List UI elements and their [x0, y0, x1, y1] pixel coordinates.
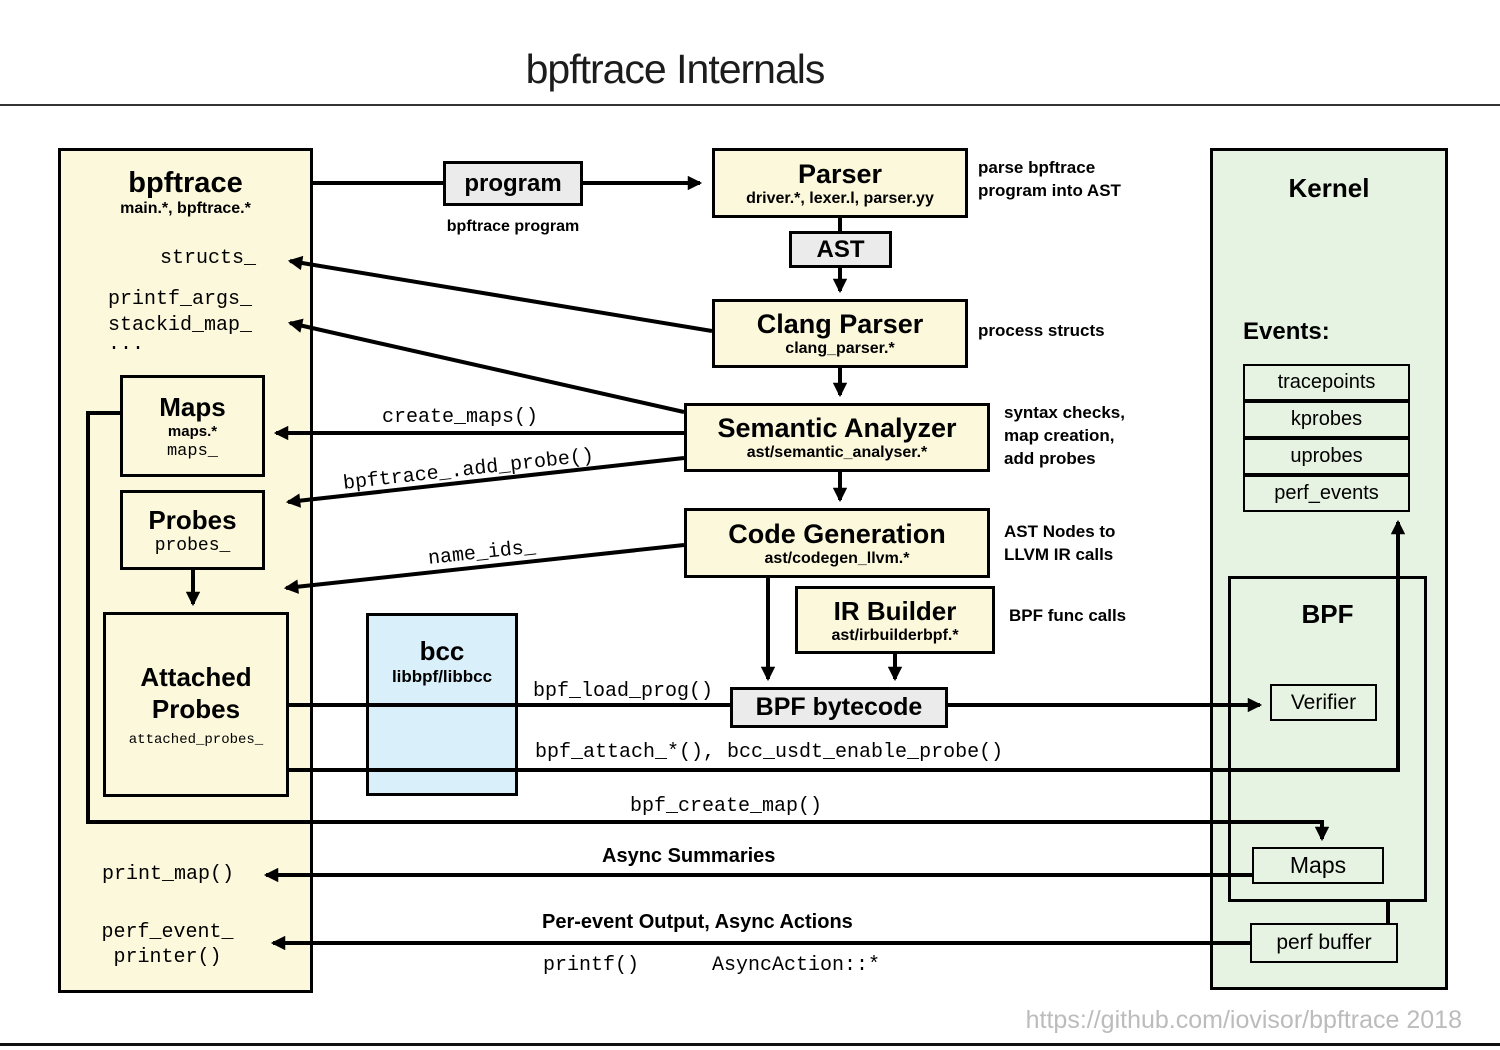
probes-box: Probes probes_	[120, 490, 265, 570]
perf-buffer-box: perf buffer	[1250, 923, 1398, 963]
attached-probes-box: Attached Probes attached_probes_	[103, 612, 289, 797]
edge-label-async-summaries: Async Summaries	[602, 845, 776, 867]
edge-label-add-probe: bpftrace_.add_probe()	[342, 444, 596, 496]
kernel-maps-box: Maps	[1252, 847, 1384, 884]
bpftrace-title: bpftrace	[128, 167, 243, 199]
clang-parser-note: process structs	[978, 321, 1105, 340]
bpf-bytecode-box: BPF bytecode	[730, 687, 948, 728]
probes-title: Probes	[148, 504, 237, 535]
member-printf-args: printf_args_	[108, 288, 253, 311]
clang-parser-files: clang_parser.*	[785, 340, 895, 357]
edge-label-per-event: Per-event Output, Async Actions	[542, 911, 853, 933]
edge-label-bpf-create-map: bpf_create_map()	[630, 795, 823, 818]
edge-label-bpf-load-prog: bpf_load_prog()	[533, 680, 714, 703]
ast-label: AST	[816, 235, 865, 263]
semantic-note-2: map creation,	[1004, 426, 1115, 445]
watermark-url: https://github.com/iovisor/bpftrace 2018	[1025, 1006, 1462, 1034]
semantic-note-1: syntax checks,	[1004, 403, 1125, 422]
edge-label-printf: printf()	[543, 954, 640, 977]
edge-clang-to-structs	[287, 255, 713, 333]
event-uprobes: uprobes	[1290, 445, 1363, 467]
ir-builder-files: ast/irbuilderbpf.*	[831, 626, 959, 644]
page-title: bpftrace Internals	[525, 46, 826, 92]
event-row-perf-events: perf_events	[1243, 475, 1410, 512]
ast-box: AST	[789, 231, 892, 268]
attached-probes-title-2: Probes	[151, 694, 241, 724]
verifier-box: Verifier	[1270, 684, 1377, 721]
semantic-note-3: add probes	[1004, 449, 1096, 468]
bcc-title: bcc	[419, 636, 465, 666]
attached-probes-title-1: Attached	[140, 662, 252, 692]
maps-member: maps_	[166, 441, 218, 461]
maps-files: maps.*	[167, 422, 218, 440]
parser-note-2: program into AST	[978, 181, 1121, 200]
edge-label-perf-event-printer-1: perf_event_	[101, 921, 234, 944]
program-box: program	[443, 161, 583, 206]
kernel-title: Kernel	[1288, 173, 1370, 203]
event-tracepoints: tracepoints	[1277, 371, 1376, 393]
bpf-title: BPF	[1301, 599, 1354, 629]
code-generation-box: Code Generation ast/codegen_llvm.*	[684, 508, 990, 578]
verifier-label: Verifier	[1290, 690, 1357, 714]
program-label: program	[464, 169, 562, 197]
parser-box: Parser driver.*, lexer.l, parser.yy	[712, 148, 968, 218]
ir-builder-note: BPF func calls	[1009, 606, 1127, 625]
semantic-analyzer-box: Semantic Analyzer ast/semantic_analyser.…	[684, 403, 990, 472]
edge-label-perf-event-printer-2: printer()	[113, 946, 222, 969]
event-row-kprobes: kprobes	[1243, 401, 1410, 438]
edge-semantic-to-stackid	[287, 318, 685, 414]
event-row-uprobes: uprobes	[1243, 438, 1410, 475]
attached-probes-member: attached_probes_	[128, 732, 264, 748]
member-stackid-map: stackid_map_	[108, 314, 253, 337]
event-row-tracepoints: tracepoints	[1243, 364, 1410, 401]
semantic-analyzer-title: Semantic Analyzer	[717, 413, 957, 443]
maps-title: Maps	[159, 391, 226, 422]
bottom-divider	[0, 1043, 1500, 1046]
edge-label-print-map: print_map()	[102, 863, 235, 886]
ir-builder-box: IR Builder ast/irbuilderbpf.*	[795, 586, 995, 654]
edge-label-name-ids: name_ids_	[427, 536, 537, 571]
ir-builder-title: IR Builder	[833, 595, 957, 626]
code-generation-files: ast/codegen_llvm.*	[764, 549, 910, 567]
kernel-maps-label: Maps	[1289, 852, 1347, 878]
edge-label-create-maps: create_maps()	[382, 406, 539, 429]
program-caption: bpftrace program	[446, 218, 580, 235]
event-kprobes: kprobes	[1290, 408, 1363, 430]
perf-buffer-label: perf buffer	[1276, 931, 1372, 954]
bcc-files: libbpf/libbcc	[391, 667, 493, 686]
edge-label-bpf-attach: bpf_attach_*(), bcc_usdt_enable_probe()	[535, 741, 1004, 764]
probes-member: probes_	[154, 535, 231, 556]
member-structs: structs_	[160, 247, 257, 270]
clang-parser-title: Clang Parser	[756, 309, 924, 339]
bcc-box: bcc libbpf/libbcc	[366, 613, 518, 796]
codegen-note-1: AST Nodes to	[1004, 522, 1116, 541]
parser-title: Parser	[797, 158, 883, 189]
parser-files: driver.*, lexer.l, parser.yy	[746, 189, 934, 207]
maps-box: Maps maps.* maps_	[120, 375, 265, 477]
bpftrace-files: main.*, bpftrace.*	[120, 200, 251, 217]
code-generation-title: Code Generation	[728, 518, 946, 549]
title-divider	[0, 104, 1500, 106]
edge-label-async-action: AsyncAction::*	[712, 954, 881, 977]
clang-parser-box: Clang Parser clang_parser.*	[712, 299, 968, 368]
event-perf-events: perf_events	[1274, 482, 1379, 504]
codegen-note-2: LLVM IR calls	[1004, 545, 1114, 564]
events-label: Events:	[1243, 318, 1330, 345]
parser-note-1: parse bpftrace	[978, 158, 1096, 177]
bpf-bytecode-label: BPF bytecode	[755, 693, 923, 721]
semantic-analyzer-files: ast/semantic_analyser.*	[746, 444, 928, 461]
member-ellipsis: ...	[108, 333, 145, 356]
